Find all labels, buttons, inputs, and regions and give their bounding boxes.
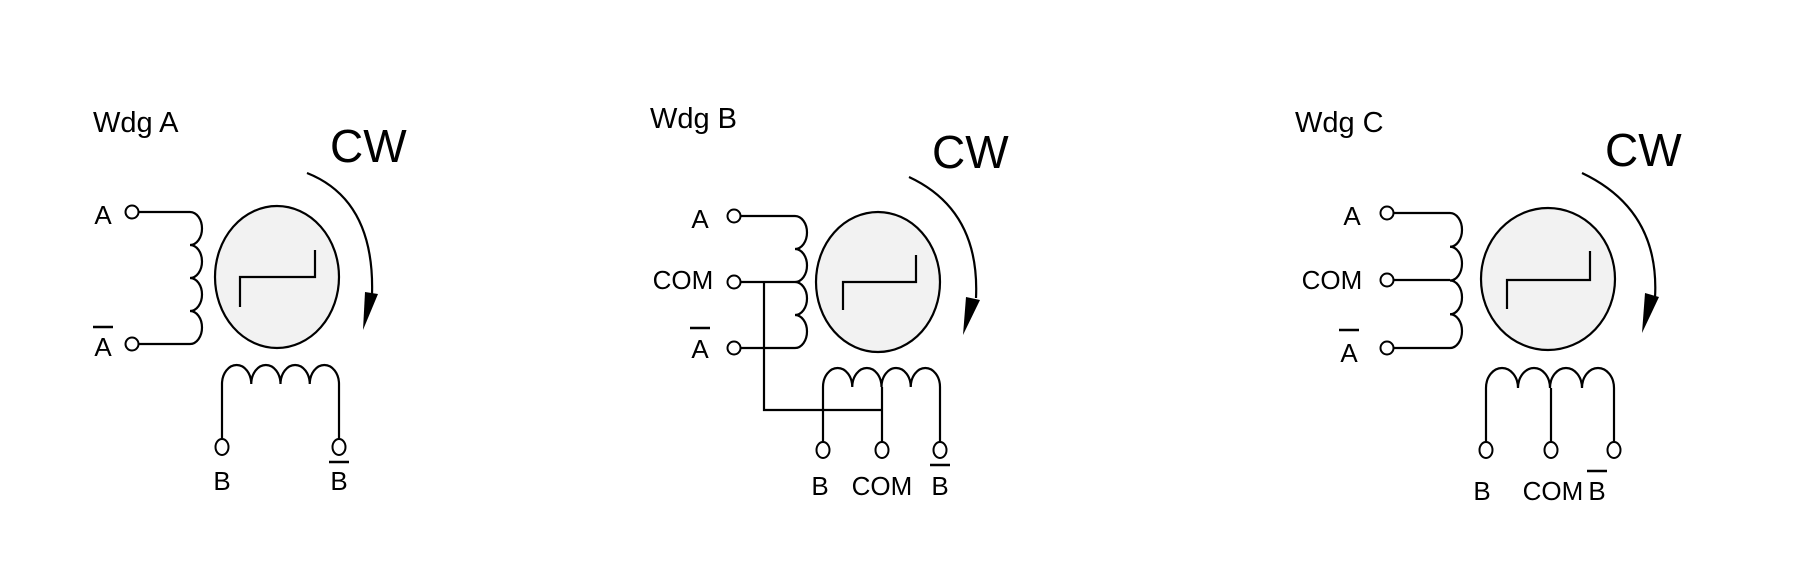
terminal-label: A: [1340, 338, 1358, 368]
panel-title: Wdg C: [1295, 107, 1384, 139]
winding-panel-b: Wdg B CW A COM A B COM B: [650, 103, 1009, 501]
terminal-label: A: [691, 204, 709, 234]
terminal-label: A: [94, 332, 112, 362]
direction-label: CW: [1605, 124, 1682, 176]
terminal-label: B: [931, 471, 948, 501]
terminal-a: [1379, 205, 1395, 221]
direction-label: CW: [932, 126, 1009, 178]
arrowhead-icon: [963, 297, 980, 335]
rotor-step-symbol: [1505, 251, 1592, 309]
terminal-com: [874, 441, 890, 459]
rotor-step-symbol: [238, 250, 317, 307]
terminal-b: [815, 441, 831, 459]
terminal-label: B: [330, 466, 347, 496]
phase-b-coil: [220, 363, 341, 385]
terminal-label: B: [213, 466, 230, 496]
terminal-a: [1379, 340, 1395, 356]
terminal-label: COM: [1302, 265, 1363, 295]
rotor-step-symbol: [841, 255, 918, 310]
terminal-label: COM: [653, 265, 714, 295]
terminal-a: [726, 340, 742, 356]
rotation-arrow-arc: [1581, 172, 1657, 299]
panel-title: Wdg B: [650, 103, 737, 135]
terminal-label: B: [811, 471, 828, 501]
terminal-label: COM: [852, 471, 913, 501]
terminal-a: [124, 336, 140, 352]
terminal-label: A: [1343, 201, 1361, 231]
terminal-com: [1543, 441, 1559, 459]
terminal-b: [214, 438, 230, 456]
terminal-a: [726, 208, 742, 224]
phase-b-coil: [821, 366, 942, 388]
terminal-b: [932, 441, 948, 459]
terminal-com: [1379, 272, 1395, 288]
terminal-label: B: [1588, 476, 1605, 506]
phase-a-coil: [1449, 211, 1464, 350]
winding-panel-a: Wdg A CW A A B B: [93, 107, 407, 496]
panel-title: Wdg A: [93, 107, 179, 139]
terminal-com: [726, 274, 742, 290]
phase-a-coil: [189, 210, 204, 346]
terminal-b: [1478, 441, 1494, 459]
common-bus-wire: [762, 282, 882, 412]
rotation-arrow-arc: [908, 176, 978, 299]
terminal-label: COM: [1523, 476, 1584, 506]
terminal-label: A: [94, 200, 112, 230]
terminal-label: A: [691, 334, 709, 364]
terminal-label: B: [1473, 476, 1490, 506]
phase-a-coil: [794, 214, 809, 350]
arrowhead-icon: [363, 292, 378, 330]
rotation-arrow-arc: [306, 171, 374, 296]
terminal-a: [124, 204, 140, 220]
phase-b-coil: [1484, 366, 1616, 389]
arrowhead-icon: [1642, 293, 1659, 333]
direction-label: CW: [330, 120, 407, 172]
terminal-b: [1606, 441, 1622, 459]
terminal-b: [331, 438, 347, 456]
